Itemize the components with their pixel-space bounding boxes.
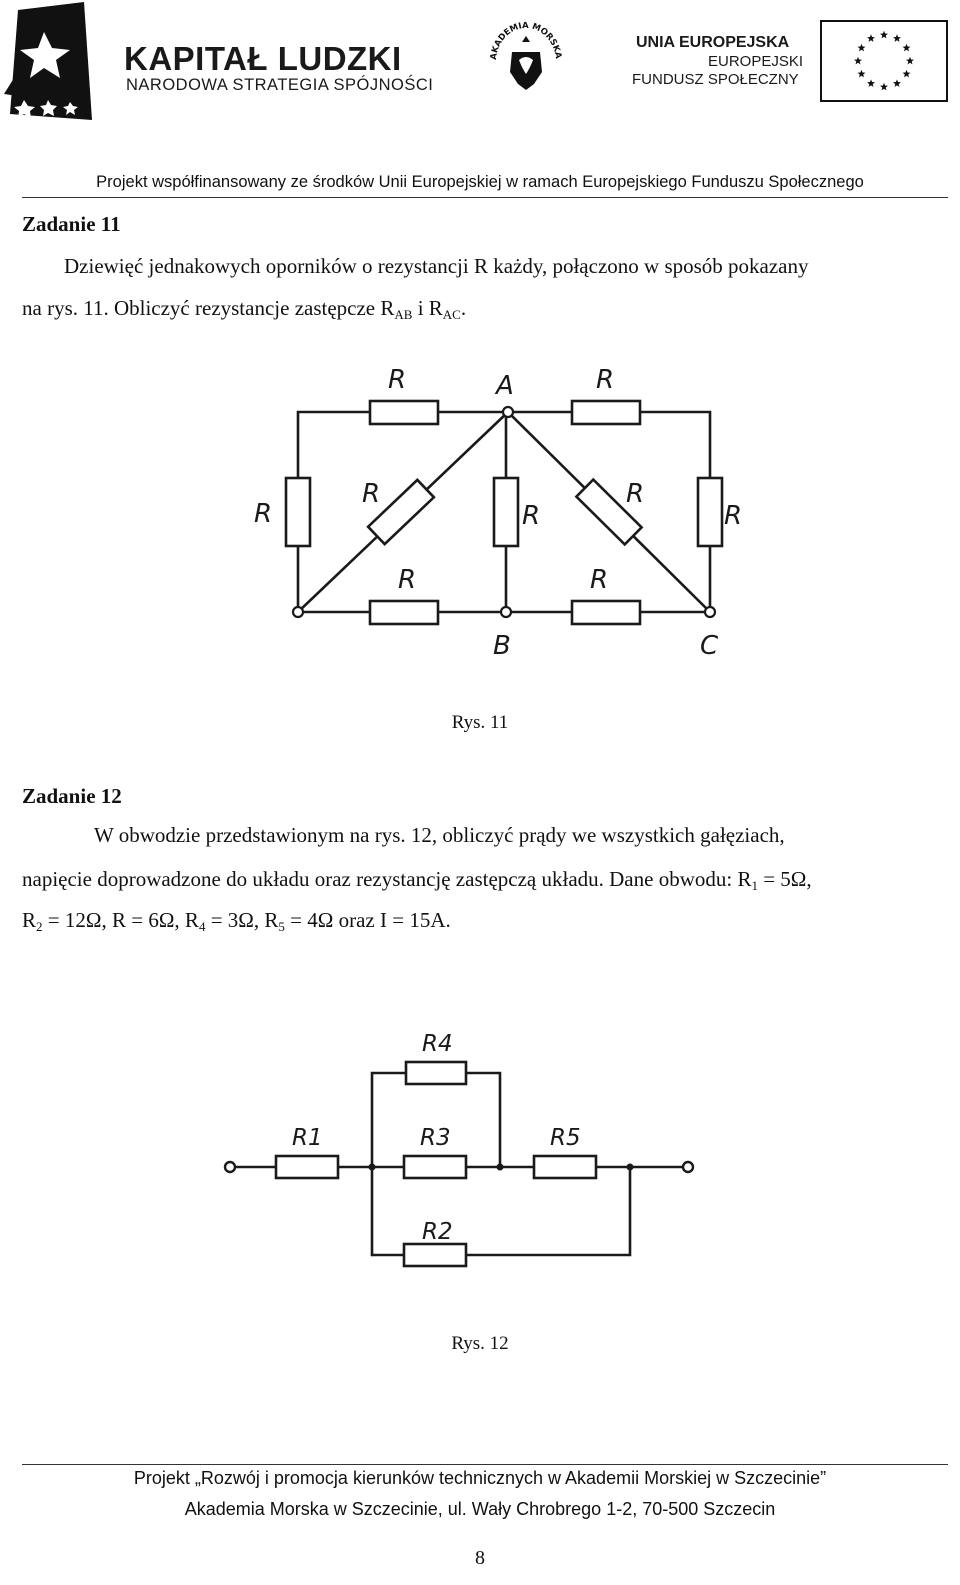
label-r-bottom-left: R <box>398 565 416 595</box>
task12-text-line2: napięcie doprowadzone do układu oraz rez… <box>22 867 812 893</box>
resistor-right-vertical <box>696 476 724 548</box>
resistor-r3 <box>402 1154 468 1180</box>
label-r2: R2 <box>422 1219 453 1245</box>
project-cofinancing-line: Projekt współfinansowany ze środków Unii… <box>96 173 864 191</box>
label-r-left: R <box>254 499 272 529</box>
label-r-top-left: R <box>388 365 406 395</box>
resistor-r4 <box>404 1060 468 1086</box>
resistor-bottom-left <box>368 599 440 626</box>
resistor-left-vertical <box>284 476 312 548</box>
node-a <box>501 405 515 419</box>
eu-flag-icon <box>820 20 948 102</box>
kapital-ludzki-logo-icon <box>4 2 92 120</box>
label-r-centre: R <box>522 501 540 531</box>
task11-title: Zadanie 11 <box>22 212 121 236</box>
footer-divider <box>22 1464 948 1465</box>
label-node-b: B <box>493 631 511 661</box>
task12-text-part: = 3Ω, R <box>205 908 279 932</box>
label-r1: R1 <box>292 1125 323 1151</box>
kapital-ludzki-title: KAPITAŁ LUDZKI <box>124 40 402 77</box>
node-b <box>499 605 513 619</box>
akademia-morska-seal-icon: AKADEMIA MORSKA SZCZECIN <box>488 12 563 90</box>
label-r-bottom-right: R <box>590 565 608 595</box>
label-r5: R5 <box>550 1125 581 1151</box>
task11-text-part: na rys. 11. Obliczyć rezystancje zastępc… <box>22 296 395 320</box>
page-number: 8 <box>475 1547 485 1569</box>
eu-star-icon <box>867 34 875 42</box>
wire-r2-return <box>464 1165 632 1257</box>
figure-11-caption: Rys. 11 <box>451 712 509 733</box>
eu-star-icon <box>893 34 901 42</box>
figure-12-caption: Rys. 12 <box>451 1333 509 1354</box>
eu-star-icon <box>857 43 866 52</box>
resistor-top-right <box>570 399 642 426</box>
resistor-r1 <box>274 1154 340 1180</box>
junction-right <box>626 1163 634 1171</box>
label-node-a: A <box>494 371 514 401</box>
label-r-diagonal-right: R <box>626 479 644 509</box>
resistor-bottom-right <box>570 599 642 626</box>
header-divider <box>22 197 948 198</box>
wire-left-bus <box>370 1071 408 1257</box>
task11-text-line2: na rys. 11. Obliczyć rezystancje zastępc… <box>22 296 467 322</box>
subscript-ac: AC <box>442 307 461 322</box>
terminal-input <box>223 1160 237 1174</box>
eu-star-icon <box>880 82 888 91</box>
resistor-r2 <box>402 1242 468 1268</box>
task12-text-part: = 12Ω, R = 6Ω, R <box>42 908 199 932</box>
label-r4: R4 <box>422 1031 453 1057</box>
junction-middle <box>496 1163 504 1171</box>
node-c <box>703 605 717 619</box>
subscript-ab: AB <box>394 307 413 322</box>
task11-text-part: . <box>460 296 467 320</box>
eu-star-icon <box>867 79 875 87</box>
wire-r4-return <box>464 1071 502 1169</box>
resistor-top-left <box>368 399 440 426</box>
eu-star-icon <box>857 69 866 78</box>
eu-title-line3: FUNDUSZ SPOŁECZNY <box>632 71 799 88</box>
task12-text-part: = 4Ω oraz I = 15A. <box>284 908 451 932</box>
task11-text-line1: Dziewięć jednakowych oporników o rezysta… <box>64 254 809 278</box>
node-left-bottom <box>291 605 305 619</box>
resistor-centre-vertical <box>492 476 520 548</box>
task12-text-line1: W obwodzie przedstawionym na rys. 12, ob… <box>94 823 785 847</box>
label-r-right: R <box>724 501 742 531</box>
eu-star-icon <box>902 69 911 78</box>
eu-star-icon <box>906 56 914 65</box>
eu-title-line1: UNIA EUROPEJSKA <box>636 34 790 51</box>
subscript-4: 4 <box>198 919 206 934</box>
junction-left <box>368 1163 376 1171</box>
task12-text-part: = 5Ω, <box>757 867 812 891</box>
task12-text-part: napięcie doprowadzone do układu oraz rez… <box>22 867 752 891</box>
subscript-1: 1 <box>751 878 758 893</box>
task12-title: Zadanie 12 <box>22 784 122 808</box>
eu-star-icon <box>902 43 911 52</box>
resistor-r5 <box>532 1154 598 1180</box>
eu-star-icon <box>893 79 901 87</box>
task12-text-line3: R2 = 12Ω, R = 6Ω, R4 = 3Ω, R5 = 4Ω oraz … <box>22 908 451 934</box>
terminal-output <box>681 1160 695 1174</box>
eu-star-icon <box>880 30 888 39</box>
label-node-c: C <box>700 631 719 661</box>
footer-address: Akademia Morska w Szczecinie, ul. Wały C… <box>184 1499 776 1519</box>
label-r3: R3 <box>420 1125 451 1151</box>
eu-star-icon <box>854 56 862 65</box>
resistor-diagonal-right <box>574 477 644 547</box>
label-r-top-right: R <box>596 365 614 395</box>
resistor-diagonal-left <box>366 478 436 546</box>
subscript-5: 5 <box>278 919 285 934</box>
figure-12-circuit: R1 R3 R4 R5 R2 <box>223 1031 695 1268</box>
label-r-diagonal-left: R <box>362 479 380 509</box>
task11-text-part: i R <box>412 296 443 320</box>
figure-11-resistor-network: R R R R R R R R R A B C <box>254 365 742 661</box>
subscript-2: 2 <box>36 919 43 934</box>
task12-text-part: R <box>22 908 37 932</box>
kapital-ludzki-subtitle: NARODOWA STRATEGIA SPÓJNOŚCI <box>126 76 434 94</box>
eu-title-line2: EUROPEJSKI <box>708 53 804 70</box>
footer-project-title: Projekt „Rozwój i promocja kierunków tec… <box>133 1468 827 1488</box>
